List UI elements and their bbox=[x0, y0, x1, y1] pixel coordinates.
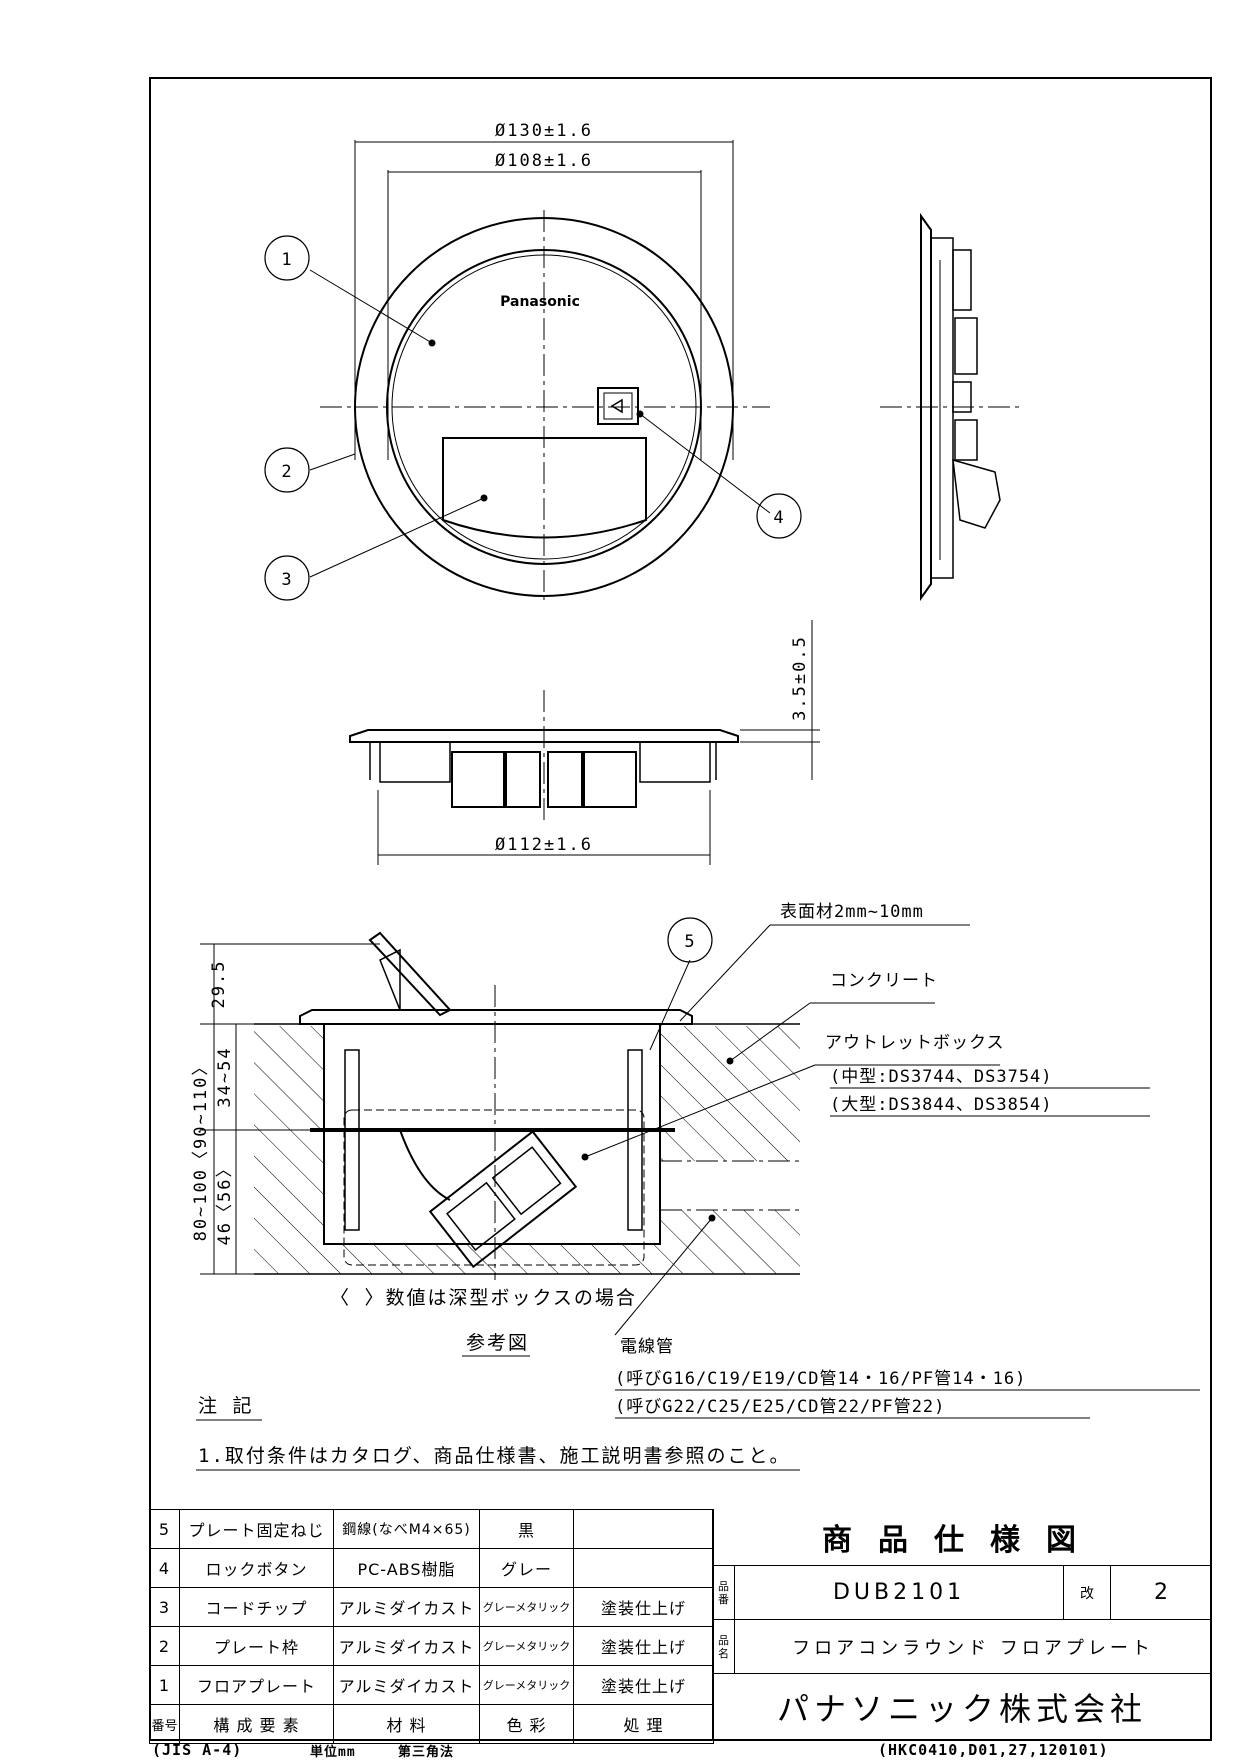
callout-4: 4 bbox=[773, 508, 784, 528]
dim-80-100: 80~100〈90~110〉 bbox=[191, 1057, 211, 1242]
callout-2: 2 bbox=[281, 462, 292, 482]
footer-unit: 単位mm bbox=[310, 1745, 356, 1760]
bom-header-row: 番号 構 成 要 素 材 料 色 彩 処 理 bbox=[149, 1704, 714, 1744]
bom-part: コードチップ bbox=[179, 1587, 334, 1627]
notes-item-1: 1.取付条件はカタログ、商品仕様書、施工説明書参照のこと。 bbox=[198, 1445, 791, 1467]
label-outlet-box: アウトレットボックス bbox=[825, 1033, 1005, 1053]
bill-of-materials: 5 プレート固定ねじ 鋼線(なべM4×65) 黒 4 ロックボタン PC-ABS… bbox=[149, 1509, 714, 1744]
bom-color: グレー bbox=[479, 1548, 574, 1588]
dim-295: 29.5 bbox=[209, 960, 229, 1009]
bom-no: 2 bbox=[149, 1626, 180, 1666]
bom-material: アルミダイカスト bbox=[333, 1665, 480, 1705]
label-conduit-1: (呼びG16/C19/E19/CD管14・16/PF管14・16) bbox=[615, 1369, 1026, 1389]
top-view bbox=[264, 140, 802, 601]
dim-thickness: 3.5±0.5 bbox=[790, 635, 810, 721]
reference-label: 参考図 bbox=[466, 1332, 529, 1354]
tag-char: 名 bbox=[718, 1646, 729, 1660]
bom-color: グレーメタリック bbox=[479, 1587, 574, 1627]
label-large-type: (大型:DS3844、DS3854) bbox=[830, 1095, 1053, 1115]
side-view bbox=[880, 212, 1020, 602]
bom-part: フロアプレート bbox=[179, 1665, 334, 1705]
bom-row: 3 コードチップ アルミダイカスト グレーメタリック 塗装仕上げ bbox=[149, 1587, 714, 1627]
bom-part: ロックボタン bbox=[179, 1548, 334, 1588]
bom-finish: 塗装仕上げ bbox=[573, 1626, 714, 1666]
bom-material: アルミダイカスト bbox=[333, 1587, 480, 1627]
callout-5: 5 bbox=[684, 932, 695, 952]
bom-no: 1 bbox=[149, 1665, 180, 1705]
dim-d112: Ø112±1.6 bbox=[495, 835, 593, 855]
title-block-part-number-row: 品 番 DUB2101 改 2 bbox=[713, 1566, 1211, 1620]
bom-part: プレート枠 bbox=[179, 1626, 334, 1666]
bom-row: 2 プレート枠 アルミダイカスト グレーメタリック 塗装仕上げ bbox=[149, 1626, 714, 1666]
bom-finish: 塗装仕上げ bbox=[573, 1665, 714, 1705]
footer-projection: 第三角法 bbox=[398, 1745, 455, 1760]
tag-char: 品 bbox=[718, 1579, 729, 1593]
bom-header-no: 番号 bbox=[149, 1704, 180, 1744]
bom-color: グレーメタリック bbox=[479, 1626, 574, 1666]
dim-d130: Ø130±1.6 bbox=[495, 121, 593, 141]
front-view bbox=[349, 620, 820, 865]
bom-part: プレート固定ねじ bbox=[179, 1509, 334, 1549]
label-concrete: コンクリート bbox=[830, 971, 938, 991]
bom-row: 1 フロアプレート アルミダイカスト グレーメタリック 塗装仕上げ bbox=[149, 1665, 714, 1705]
bom-color: 黒 bbox=[479, 1509, 574, 1549]
product-name: フロアコンラウンド フロアプレート bbox=[792, 1637, 1154, 1659]
footer-drawing-code: (HKC0410,D01,27,120101) bbox=[878, 1741, 1109, 1759]
bom-material: 鋼線(なべM4×65) bbox=[333, 1509, 480, 1549]
part-number-tag: 品 番 bbox=[713, 1566, 735, 1619]
bom-no: 5 bbox=[149, 1509, 180, 1549]
tag-char: 品 bbox=[718, 1633, 729, 1647]
bom-header-part: 構 成 要 素 bbox=[179, 1704, 334, 1744]
bom-header-finish: 処 理 bbox=[573, 1704, 714, 1744]
callout-3: 3 bbox=[281, 570, 292, 590]
deep-box-note: 〈 〉数値は深型ボックスの場合 bbox=[330, 1287, 637, 1309]
dim-4656: 46〈56〉 bbox=[215, 1159, 235, 1246]
section-view bbox=[200, 917, 1000, 1336]
bom-row: 4 ロックボタン PC-ABS樹脂 グレー bbox=[149, 1548, 714, 1588]
bom-material: PC-ABS樹脂 bbox=[333, 1548, 480, 1588]
title-block-title: 商品仕様図 bbox=[713, 1509, 1211, 1566]
revision-value: 2 bbox=[1154, 1580, 1168, 1605]
label-conduit: 電線管 bbox=[620, 1337, 674, 1357]
title-block-product-name-row: 品 名 フロアコンラウンド フロアプレート bbox=[713, 1620, 1211, 1674]
label-mid-type: (中型:DS3744、DS3754) bbox=[830, 1067, 1053, 1087]
footer-paper-size: (JIS A-4) bbox=[152, 1741, 243, 1759]
dim-d108: Ø108±1.6 bbox=[495, 151, 593, 171]
callout-1: 1 bbox=[281, 250, 292, 270]
company-name: パナソニック株式会社 bbox=[776, 1690, 1147, 1728]
bom-finish: 塗装仕上げ bbox=[573, 1587, 714, 1627]
bom-header-color: 色 彩 bbox=[479, 1704, 574, 1744]
label-conduit-2: (呼びG22/C25/E25/CD管22/PF管22) bbox=[615, 1397, 945, 1417]
dim-3454: 34~54 bbox=[215, 1046, 235, 1107]
label-surface: 表面材2mm~10mm bbox=[780, 902, 924, 922]
bom-row: 5 プレート固定ねじ 鋼線(なべM4×65) 黒 bbox=[149, 1509, 714, 1549]
bom-finish bbox=[573, 1509, 714, 1549]
bom-no: 4 bbox=[149, 1548, 180, 1588]
bom-color: グレーメタリック bbox=[479, 1665, 574, 1705]
notes-heading: 注 記 bbox=[198, 1395, 253, 1417]
plate-brand-logo: Panasonic bbox=[500, 294, 580, 310]
bom-finish bbox=[573, 1548, 714, 1588]
title-block: 商品仕様図 品 番 DUB2101 改 2 品 名 フロアコンラウンド フロアプ… bbox=[712, 1509, 1212, 1741]
product-name-tag: 品 名 bbox=[713, 1620, 735, 1673]
bom-header-material: 材 料 bbox=[333, 1704, 480, 1744]
tag-char: 番 bbox=[718, 1592, 729, 1606]
bom-material: アルミダイカスト bbox=[333, 1626, 480, 1666]
part-number: DUB2101 bbox=[832, 1580, 966, 1605]
revision-label: 改 bbox=[1063, 1566, 1111, 1619]
bom-no: 3 bbox=[149, 1587, 180, 1627]
